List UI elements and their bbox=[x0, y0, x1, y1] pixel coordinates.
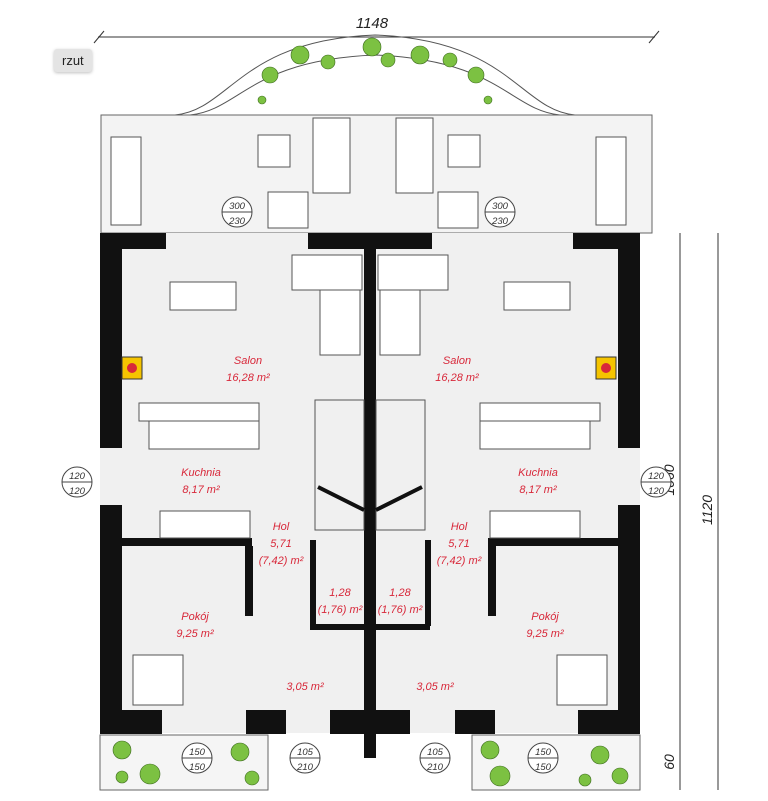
room-area: 5,71 bbox=[448, 538, 469, 550]
room-name: Pokój bbox=[181, 611, 209, 623]
room-area: 3,05 m² bbox=[286, 681, 324, 693]
depth-total-label: 1120 bbox=[699, 495, 715, 525]
room-area: 8,17 m² bbox=[182, 484, 220, 496]
svg-text:150: 150 bbox=[535, 762, 552, 773]
kitchen-furniture bbox=[132, 254, 608, 706]
terrace-furniture bbox=[110, 117, 627, 229]
room-area: 16,28 m² bbox=[226, 372, 270, 384]
fireplace-icons bbox=[121, 356, 617, 380]
room-labels: Salon 16,28 m² Salon 16,28 m² Kuchnia 8,… bbox=[176, 355, 564, 693]
svg-text:150: 150 bbox=[189, 747, 206, 758]
room-area: 5,71 bbox=[270, 538, 291, 550]
room-area: 9,25 m² bbox=[526, 628, 564, 640]
room-area: 1,28 bbox=[389, 587, 411, 599]
room-name: Kuchnia bbox=[181, 467, 221, 479]
svg-text:230: 230 bbox=[228, 216, 246, 227]
svg-text:150: 150 bbox=[535, 747, 552, 758]
svg-text:105: 105 bbox=[427, 747, 444, 758]
svg-text:300: 300 bbox=[492, 201, 509, 212]
view-toggle-button[interactable]: rzut bbox=[54, 49, 92, 72]
svg-text:210: 210 bbox=[296, 762, 314, 773]
room-area-total: (1,76) m² bbox=[378, 604, 423, 616]
svg-text:300: 300 bbox=[229, 201, 246, 212]
svg-text:120: 120 bbox=[69, 486, 86, 497]
room-area: 1,28 bbox=[329, 587, 351, 599]
room-name: Pokój bbox=[531, 611, 559, 623]
svg-text:120: 120 bbox=[69, 471, 86, 482]
walls bbox=[100, 233, 640, 758]
room-area-total: (7,42) m² bbox=[259, 555, 304, 567]
svg-text:150: 150 bbox=[189, 762, 206, 773]
room-area-total: (1,76) m² bbox=[318, 604, 363, 616]
svg-text:105: 105 bbox=[297, 747, 314, 758]
svg-text:230: 230 bbox=[491, 216, 509, 227]
front-depth-label: 60 bbox=[661, 754, 677, 770]
room-name: Hol bbox=[451, 521, 468, 533]
width-dimension: 1148 bbox=[93, 15, 660, 44]
front-planters bbox=[99, 734, 641, 791]
stairs bbox=[314, 399, 426, 531]
room-area-total: (7,42) m² bbox=[437, 555, 482, 567]
svg-text:120: 120 bbox=[648, 486, 665, 497]
room-area: 16,28 m² bbox=[435, 372, 479, 384]
plant-icons bbox=[257, 37, 493, 105]
terrace bbox=[100, 114, 653, 234]
room-name: Kuchnia bbox=[518, 467, 558, 479]
svg-text:210: 210 bbox=[426, 762, 444, 773]
room-area: 9,25 m² bbox=[176, 628, 214, 640]
room-area: 3,05 m² bbox=[416, 681, 454, 693]
svg-text:120: 120 bbox=[648, 471, 665, 482]
room-area: 8,17 m² bbox=[519, 484, 557, 496]
garden-arch bbox=[174, 34, 576, 116]
room-name: Salon bbox=[443, 355, 471, 367]
room-name: Hol bbox=[273, 521, 290, 533]
depth-dimensions: 1060 1120 60 bbox=[661, 233, 719, 790]
room-name: Salon bbox=[234, 355, 262, 367]
width-dimension-label: 1148 bbox=[356, 15, 389, 32]
